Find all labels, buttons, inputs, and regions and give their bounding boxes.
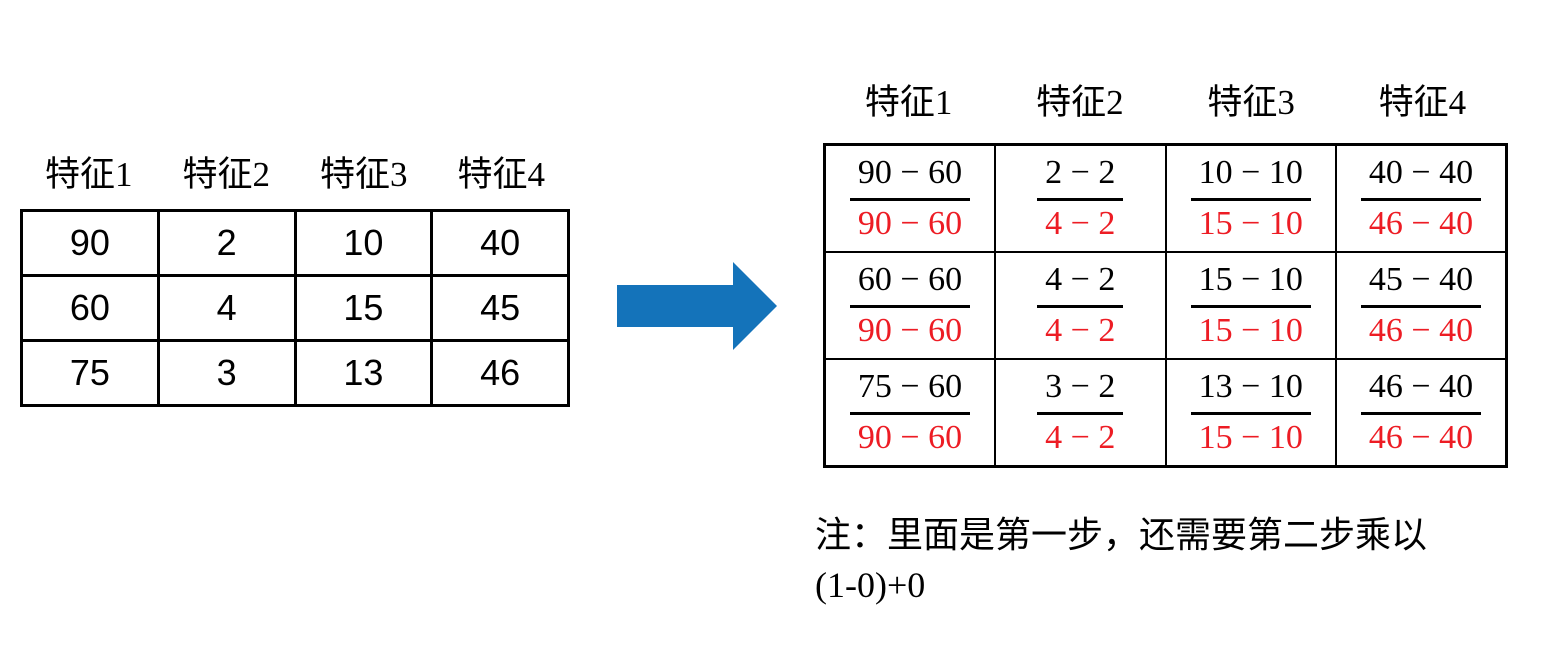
source-cell: 75 <box>20 339 160 407</box>
source-cell: 13 <box>293 339 434 407</box>
fraction-cell: 75 − 60 90 − 60 <box>823 357 996 468</box>
fraction: 15 − 10 15 − 10 <box>1190 260 1311 350</box>
fraction-numerator: 45 − 40 <box>1360 260 1482 308</box>
fraction-denominator: 4 − 2 <box>1045 311 1116 349</box>
fraction-denominator: 46 − 40 <box>1368 418 1474 456</box>
fraction-denominator: 46 − 40 <box>1368 205 1474 242</box>
normalized-table-row: 75 − 60 90 − 60 3 − 2 4 − 2 13 − 10 15 −… <box>823 357 1508 468</box>
footnote: 注：里面是第一步，还需要第二步乘以 (1-0)+0 <box>815 510 1554 610</box>
fraction: 40 − 40 46 − 40 <box>1360 153 1482 243</box>
fraction-denominator: 15 − 10 <box>1198 418 1303 456</box>
fraction-numerator: 13 − 10 <box>1190 367 1311 415</box>
source-table-row: 90 2 10 40 <box>20 209 570 277</box>
fraction-cell: 40 − 40 46 − 40 <box>1335 143 1508 254</box>
fraction-denominator: 4 − 2 <box>1045 205 1116 242</box>
fraction-numerator: 75 − 60 <box>849 367 971 415</box>
fraction-cell: 2 − 2 4 − 2 <box>994 143 1167 254</box>
source-cell: 40 <box>430 209 570 277</box>
fraction: 45 − 40 46 − 40 <box>1360 260 1482 350</box>
source-cell: 4 <box>156 274 297 342</box>
fraction: 46 − 40 46 − 40 <box>1360 367 1482 457</box>
fraction: 3 − 2 4 − 2 <box>1037 367 1124 457</box>
fraction-cell: 4 − 2 4 − 2 <box>994 251 1167 360</box>
fraction-denominator: 15 − 10 <box>1198 205 1303 242</box>
fraction: 2 − 2 4 − 2 <box>1037 153 1124 243</box>
fraction-cell: 46 − 40 46 − 40 <box>1335 357 1508 468</box>
source-cell: 46 <box>430 339 570 407</box>
fraction-cell: 45 − 40 46 − 40 <box>1335 251 1508 360</box>
fraction: 75 − 60 90 − 60 <box>849 367 971 457</box>
fraction-cell: 60 − 60 90 − 60 <box>823 251 996 360</box>
normalized-header-feature3: 特征3 <box>1207 83 1295 122</box>
normalized-table-row: 60 − 60 90 − 60 4 − 2 4 − 2 15 − 10 15 −… <box>823 251 1508 360</box>
source-cell: 60 <box>20 274 160 342</box>
fraction-denominator: 15 − 10 <box>1198 311 1303 349</box>
transform-arrow <box>617 262 777 350</box>
source-header-feature3: 特征3 <box>319 155 408 194</box>
fraction: 13 − 10 15 − 10 <box>1190 367 1311 457</box>
fraction-denominator: 46 − 40 <box>1368 311 1474 349</box>
fraction-denominator: 90 − 60 <box>857 418 963 456</box>
fraction-numerator: 90 − 60 <box>849 153 971 201</box>
right-arrow-shape <box>617 262 777 350</box>
fraction-numerator: 2 − 2 <box>1037 153 1124 201</box>
fraction-cell: 90 − 60 90 − 60 <box>823 143 996 254</box>
footnote-line-2: (1-0)+0 <box>815 565 926 605</box>
normalized-table-header-row: 特征1 特征2 特征3 特征4 <box>823 74 1508 125</box>
source-cell: 3 <box>156 339 297 407</box>
fraction: 10 − 10 15 − 10 <box>1190 153 1311 243</box>
source-table-header-row: 特征1 特征2 特征3 特征4 <box>20 146 570 197</box>
source-table: 90 2 10 40 60 4 15 45 75 3 13 46 <box>20 209 570 407</box>
source-cell: 10 <box>293 209 434 277</box>
source-header-feature4: 特征4 <box>457 155 545 194</box>
fraction-cell: 15 − 10 15 − 10 <box>1164 251 1337 360</box>
fraction: 90 − 60 90 − 60 <box>849 153 971 243</box>
source-table-row: 75 3 13 46 <box>20 339 570 407</box>
source-cell: 15 <box>293 274 434 342</box>
source-header-feature1: 特征1 <box>44 155 133 194</box>
fraction-numerator: 4 − 2 <box>1037 260 1124 308</box>
source-cell: 90 <box>20 209 160 277</box>
source-cell: 2 <box>156 209 297 277</box>
fraction-cell: 10 − 10 15 − 10 <box>1164 143 1337 254</box>
source-table-row: 60 4 15 45 <box>20 274 570 342</box>
fraction: 60 − 60 90 − 60 <box>849 260 971 350</box>
fraction-denominator: 4 − 2 <box>1045 418 1116 456</box>
source-cell: 45 <box>430 274 570 342</box>
fraction-numerator: 15 − 10 <box>1190 260 1311 308</box>
fraction-denominator: 90 − 60 <box>857 205 963 242</box>
normalized-table: 90 − 60 90 − 60 2 − 2 4 − 2 10 − 10 15 −… <box>823 143 1508 468</box>
right-arrow-icon <box>617 262 777 350</box>
fraction-cell: 3 − 2 4 − 2 <box>994 357 1167 468</box>
normalized-header-feature2: 特征2 <box>1036 83 1124 122</box>
fraction-numerator: 10 − 10 <box>1190 153 1311 201</box>
fraction-cell: 13 − 10 15 − 10 <box>1164 357 1337 468</box>
fraction-numerator: 60 − 60 <box>849 260 971 308</box>
fraction-numerator: 46 − 40 <box>1360 367 1482 415</box>
normalized-header-feature4: 特征4 <box>1378 83 1467 122</box>
fraction: 4 − 2 4 − 2 <box>1037 260 1124 350</box>
footnote-line-1: 注：里面是第一步，还需要第二步乘以 <box>815 515 1428 555</box>
fraction-numerator: 3 − 2 <box>1037 367 1124 415</box>
normalized-header-feature1: 特征1 <box>864 83 953 122</box>
normalized-table-row: 90 − 60 90 − 60 2 − 2 4 − 2 10 − 10 15 −… <box>823 143 1508 254</box>
fraction-numerator: 40 − 40 <box>1360 153 1482 201</box>
source-header-feature2: 特征2 <box>182 155 270 194</box>
fraction-denominator: 90 − 60 <box>857 311 963 349</box>
